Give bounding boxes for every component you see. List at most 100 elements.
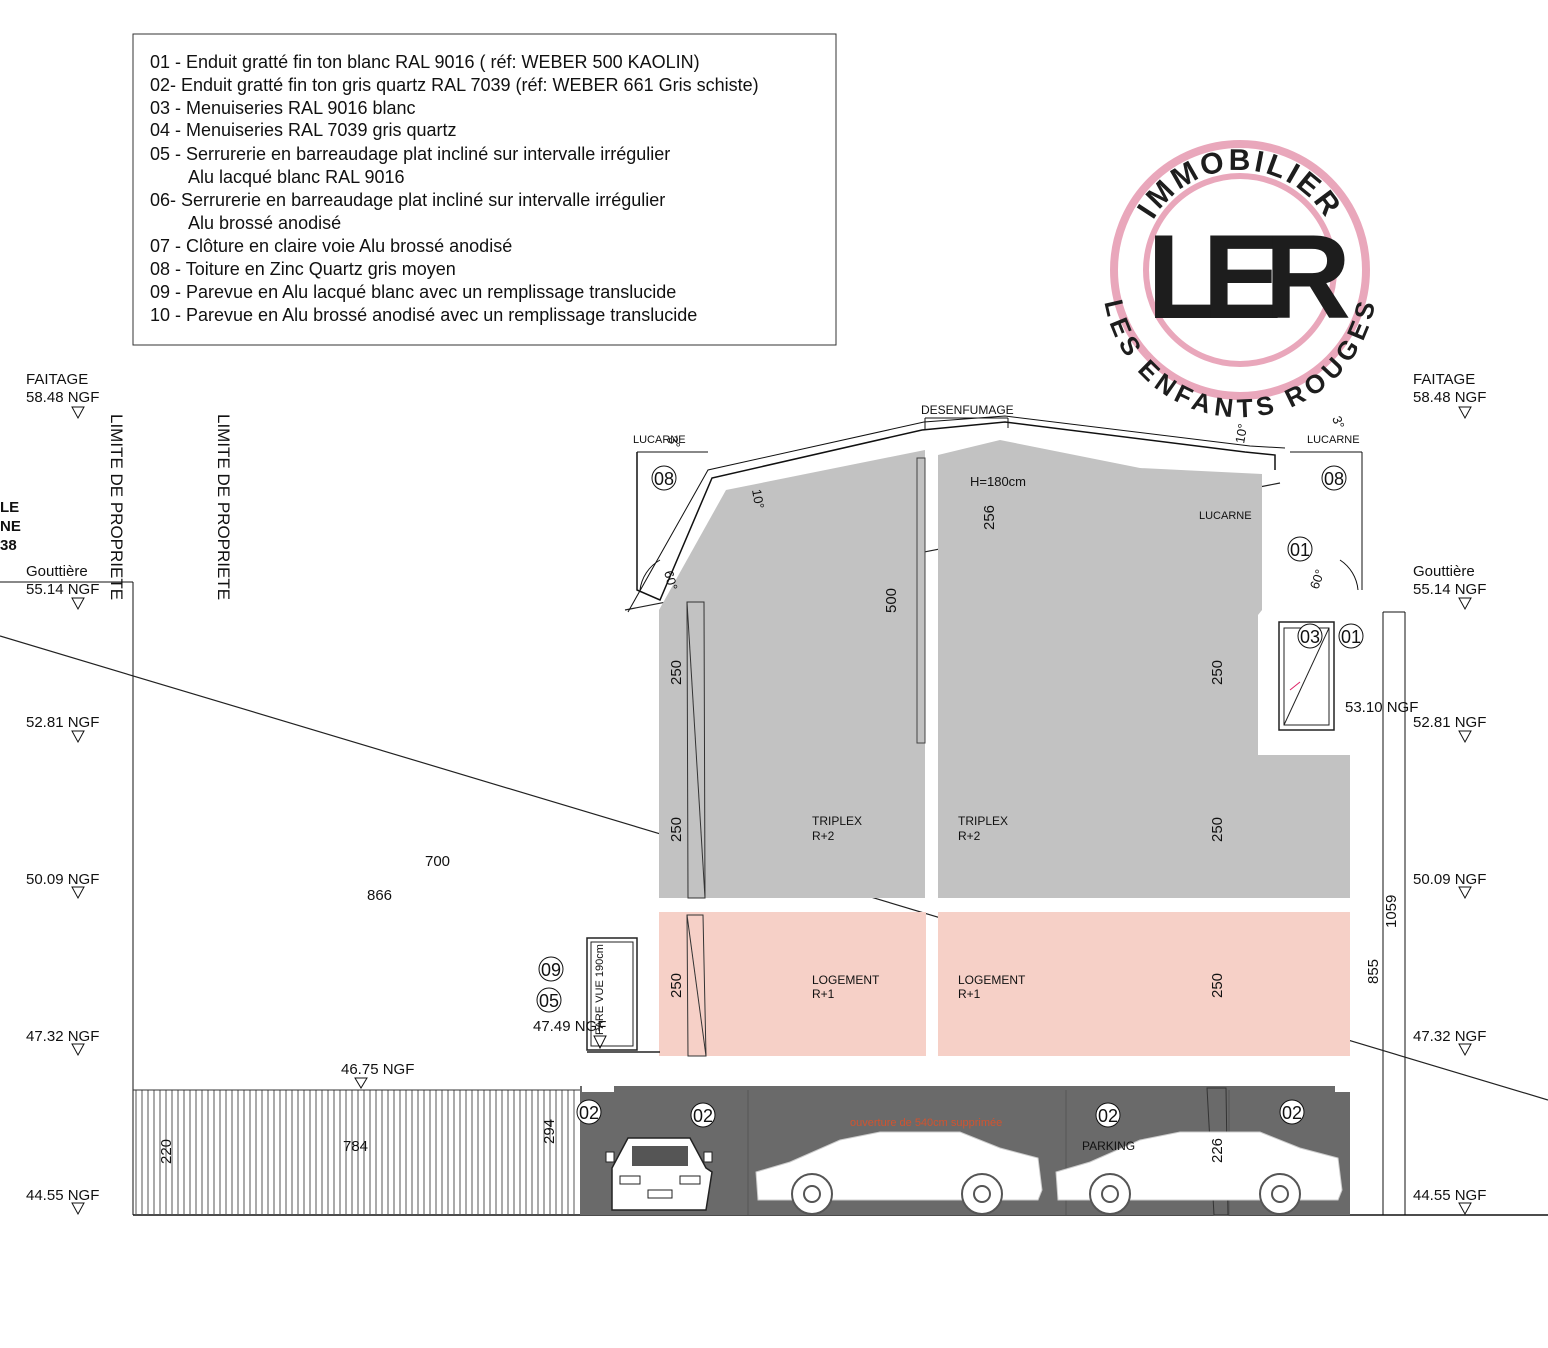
car-side-view <box>755 1131 1043 1215</box>
lucarne-label: LUCARNE <box>1199 510 1252 522</box>
dimension-value: 250 <box>1209 973 1226 998</box>
roof-outline <box>627 415 1363 613</box>
logement-label: LOGEMENT <box>958 973 1026 987</box>
property-limit-label: LIMITE DE PROPRIETE <box>107 414 126 600</box>
level-value: 52.81 NGF <box>26 714 99 731</box>
stamp-monogram: LER <box>1147 210 1349 344</box>
ouverture-note: ouverture de 540cm supprimée <box>850 1117 1002 1129</box>
legend-item: 06- Serrurerie en barreaudage plat incli… <box>150 190 665 210</box>
svg-text:09: 09 <box>541 960 561 980</box>
triplex-label: TRIPLEX <box>958 814 1008 828</box>
svg-text:10°: 10° <box>749 488 767 510</box>
parking-label: PARKING <box>1082 1139 1135 1153</box>
level-value: 55.14 NGF <box>26 581 99 598</box>
svg-text:01: 01 <box>1290 540 1310 560</box>
material-tags: 08 08 01 03 01 09 05 02 <box>536 465 1364 1128</box>
legend-item: 05 - Serrurerie en barreaudage plat incl… <box>150 144 670 164</box>
level-value: 50.09 NGF <box>1413 871 1486 888</box>
legend-item: 04 - Menuiseries RAL 7039 gris quartz <box>150 120 456 140</box>
logement-label: LOGEMENT <box>812 973 880 987</box>
dimension-value: 220 <box>158 1139 175 1164</box>
height-note: H=180cm <box>970 474 1026 489</box>
svg-text:08: 08 <box>654 469 674 489</box>
dimension-value: 866 <box>367 887 392 904</box>
cropped-edge-text: LE NE 38 <box>0 499 21 554</box>
legend-item: 01 - Enduit gratté fin ton blanc RAL 901… <box>150 52 700 72</box>
floor-label: R+1 <box>812 987 835 1001</box>
tag-01: 01 <box>1338 623 1364 649</box>
svg-text:10°: 10° <box>1232 423 1250 445</box>
level-value: 52.81 NGF <box>1413 714 1486 731</box>
legend-box: 01 - Enduit gratté fin ton blanc RAL 901… <box>132 33 837 346</box>
tag-02: 02 <box>690 1102 716 1128</box>
tag-08: 08 <box>651 465 677 491</box>
svg-text:08: 08 <box>1324 469 1344 489</box>
svg-text:60°: 60° <box>661 569 681 592</box>
level-value: 50.09 NGF <box>26 871 99 888</box>
dimension-value: 250 <box>1209 660 1226 685</box>
svg-text:02: 02 <box>1282 1103 1302 1123</box>
svg-text:03: 03 <box>1300 627 1320 647</box>
level-label: Gouttière <box>1413 563 1475 580</box>
dimension-value: 700 <box>425 853 450 870</box>
left-level-markers: FAITAGE 58.48 NGF Gouttière 55.14 NGF 52… <box>26 371 99 1216</box>
level-value: 47.49 NGF <box>533 1018 606 1035</box>
level-value: 44.55 NGF <box>1413 1187 1486 1204</box>
svg-text:02: 02 <box>693 1106 713 1126</box>
triplex-label: TRIPLEX <box>812 814 862 828</box>
dimension-value: 855 <box>1365 959 1382 984</box>
floor-label: R+1 <box>958 987 981 1001</box>
lucarne-label: LUCARNE <box>633 434 686 446</box>
level-label: FAITAGE <box>26 371 88 388</box>
dimension-value: 250 <box>668 817 685 842</box>
legend-item: Alu brossé anodisé <box>188 213 341 233</box>
svg-text:02: 02 <box>1098 1106 1118 1126</box>
svg-text:3°: 3° <box>1329 414 1347 431</box>
svg-text:02: 02 <box>579 1103 599 1123</box>
level-label: Gouttière <box>26 563 88 580</box>
dimension-value: 226 <box>1209 1138 1226 1163</box>
right-level-markers: FAITAGE 58.48 NGF Gouttière 55.14 NGF 52… <box>1413 371 1486 1216</box>
angle-markers: 3° 3° 10° 10° 60° 60° <box>639 414 1359 592</box>
floor-label: R+2 <box>958 829 981 843</box>
dimension-value: 250 <box>1209 817 1226 842</box>
triplex-volume <box>659 440 1350 899</box>
annotations: DESENFUMAGE LUCARNE LUCARNE LUCARNE H=18… <box>341 403 1418 1153</box>
legend-item: 08 - Toiture en Zinc Quartz gris moyen <box>150 259 456 279</box>
svg-text:05: 05 <box>539 991 559 1011</box>
level-value: 58.48 NGF <box>1413 389 1486 406</box>
svg-text:LE: LE <box>0 499 19 516</box>
dimension-value: 250 <box>668 660 685 685</box>
tag-09: 09 <box>538 956 564 982</box>
tag-02: 02 <box>1279 1099 1305 1125</box>
svg-text:60°: 60° <box>1307 567 1328 591</box>
level-value: 46.75 NGF <box>341 1061 414 1078</box>
floor-label: R+2 <box>812 829 835 843</box>
dimension-value: 784 <box>343 1138 368 1155</box>
dimension-value: 1059 <box>1383 895 1400 928</box>
tag-03: 03 <box>1297 623 1323 649</box>
level-label: FAITAGE <box>1413 371 1475 388</box>
dimension-value: 500 <box>883 588 900 613</box>
svg-text:NE: NE <box>0 518 21 535</box>
tag-01: 01 <box>1287 536 1313 562</box>
svg-text:38: 38 <box>0 537 17 554</box>
fence-claire-voie <box>133 1089 580 1215</box>
dimension-value: 250 <box>668 973 685 998</box>
level-value: 58.48 NGF <box>26 389 99 406</box>
car-front-view <box>605 1137 713 1211</box>
dimensions: 700 866 500 256 250 250 250 250 250 250 … <box>158 505 1400 1164</box>
level-value: 53.10 NGF <box>1345 699 1418 716</box>
tag-02: 02 <box>576 1099 602 1125</box>
legend-item: 03 - Menuiseries RAL 9016 blanc <box>150 98 415 118</box>
agency-stamp-logo: IMMOBILIER LES ENFANTS ROUGES LER <box>1098 140 1380 423</box>
legend-item: Alu lacqué blanc RAL 9016 <box>188 167 404 187</box>
tag-05: 05 <box>536 987 562 1013</box>
logement-volume <box>659 912 1350 1057</box>
dimension-value: 256 <box>981 505 998 530</box>
level-value: 47.32 NGF <box>1413 1028 1486 1045</box>
svg-text:3°: 3° <box>665 434 683 451</box>
dimension-value: 294 <box>541 1119 558 1144</box>
lucarne-label: LUCARNE <box>1307 434 1360 446</box>
